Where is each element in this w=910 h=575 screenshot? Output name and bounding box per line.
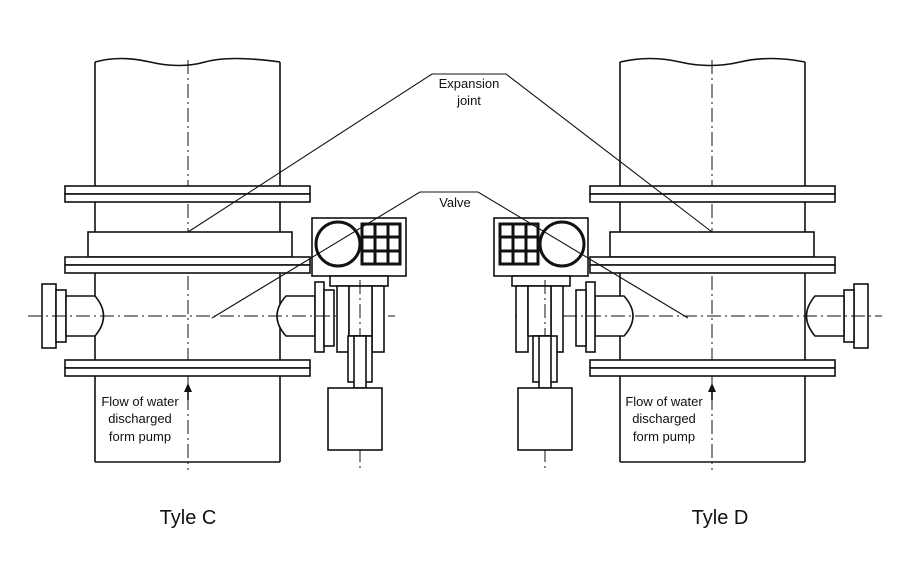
leader-lines — [187, 73, 713, 319]
flow-arrow-right — [708, 383, 716, 400]
flange-middle-left — [64, 256, 311, 274]
side-nozzle-right-inner — [575, 281, 634, 353]
flow-label-left-line3: form pump — [109, 429, 171, 444]
valve-right — [493, 217, 589, 470]
flange-middle-right — [589, 256, 836, 274]
flange-lower-right — [589, 359, 836, 377]
side-nozzle-left-inner — [276, 281, 335, 353]
caption-type-c: Tyle C — [160, 507, 217, 529]
expansion-joint-label-line2: joint — [456, 93, 481, 108]
valve-label: Valve — [439, 195, 471, 210]
flow-label-right-line1: Flow of water — [625, 394, 703, 409]
flow-label-left: Flow of water discharged form pump — [101, 394, 179, 444]
flow-label-right: Flow of water discharged form pump — [625, 394, 703, 444]
caption-type-d: Tyle D — [692, 507, 749, 529]
flange-lower-left — [64, 359, 311, 377]
flow-label-right-line3: form pump — [633, 429, 695, 444]
assembly-type-d — [493, 57, 882, 470]
flow-label-right-line2: discharged — [632, 411, 696, 426]
flow-arrow-left — [184, 383, 192, 400]
valve-left — [311, 217, 407, 470]
flow-label-left-line1: Flow of water — [101, 394, 179, 409]
flange-upper-right — [589, 185, 836, 203]
expansion-joint-right — [609, 231, 815, 258]
flow-label-left-line2: discharged — [108, 411, 172, 426]
flange-upper-left — [64, 185, 311, 203]
expansion-joint-left — [87, 231, 293, 258]
expansion-joint-label-line1: Expansion — [439, 76, 500, 91]
assembly-type-c — [28, 57, 407, 470]
